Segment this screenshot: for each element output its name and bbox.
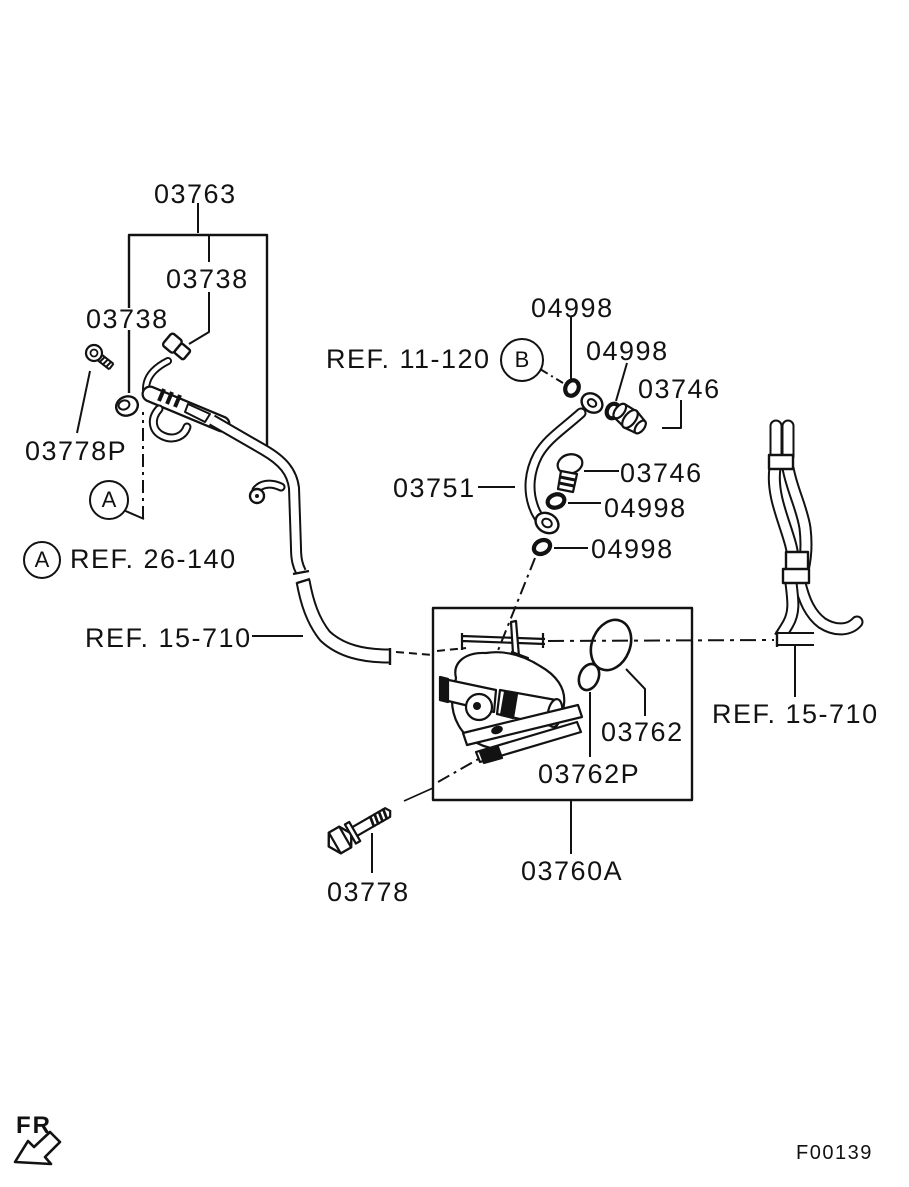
pump-orings — [577, 618, 633, 692]
callout-b: B — [500, 338, 544, 382]
banjo-eye-upper — [580, 392, 604, 414]
screw-03778P — [84, 343, 115, 371]
figure-code: F00139 — [796, 1142, 873, 1164]
part-label-03760A: 03760A — [521, 856, 624, 886]
part-label-04998-upper: 04998 — [586, 336, 669, 366]
fr-orientation-label: FR — [16, 1112, 52, 1139]
pipe-assembly-drawing — [84, 332, 310, 576]
fr-arrow-icon — [13, 1130, 62, 1166]
union-fitting-left — [114, 395, 140, 417]
pump-drawing — [438, 619, 584, 765]
leader-lines — [76, 203, 796, 873]
bolt-03778-drawing — [327, 807, 392, 855]
bolt-03746-upper — [612, 402, 647, 435]
part-label-03763: 03763 — [154, 179, 237, 209]
part-label-03762P: 03762P — [538, 759, 641, 789]
pump-box — [431, 606, 694, 802]
ref-label-15-710-left: REF. 15-710 — [85, 623, 252, 653]
gasket-orings — [531, 378, 622, 557]
callout-a-legend: A — [23, 541, 61, 579]
banjo-eye-lower — [534, 511, 560, 535]
part-label-03738-right: 03738 — [166, 264, 249, 294]
part-label-04998-bottom: 04998 — [591, 534, 674, 564]
part-label-03778: 03778 — [327, 877, 410, 907]
right-hose-drawing — [767, 419, 864, 647]
ref-label-26-140: REF. 26-140 — [70, 544, 237, 574]
hose-03751-drawing — [524, 392, 604, 535]
part-label-04998-top: 04998 — [531, 293, 614, 323]
part-label-03738-left: 03738 — [86, 304, 169, 334]
part-label-04998-mid: 04998 — [604, 493, 687, 523]
union-fitting-right — [161, 332, 192, 361]
ref-label-11-120: REF. 11-120 — [326, 344, 491, 374]
callout-a-upper: A — [89, 480, 129, 520]
part-label-03746-upper: 03746 — [638, 374, 721, 404]
ref-label-15-710-right: REF. 15-710 — [712, 699, 879, 729]
part-label-03762: 03762 — [601, 717, 684, 747]
part-label-03746-mid: 03746 — [620, 458, 703, 488]
left-hose-drawing — [295, 577, 392, 665]
assembly-boxes — [127, 233, 694, 802]
bolt-03746-mid — [556, 453, 584, 494]
part-label-03751: 03751 — [393, 473, 476, 503]
part-label-03778P: 03778P — [25, 436, 128, 466]
